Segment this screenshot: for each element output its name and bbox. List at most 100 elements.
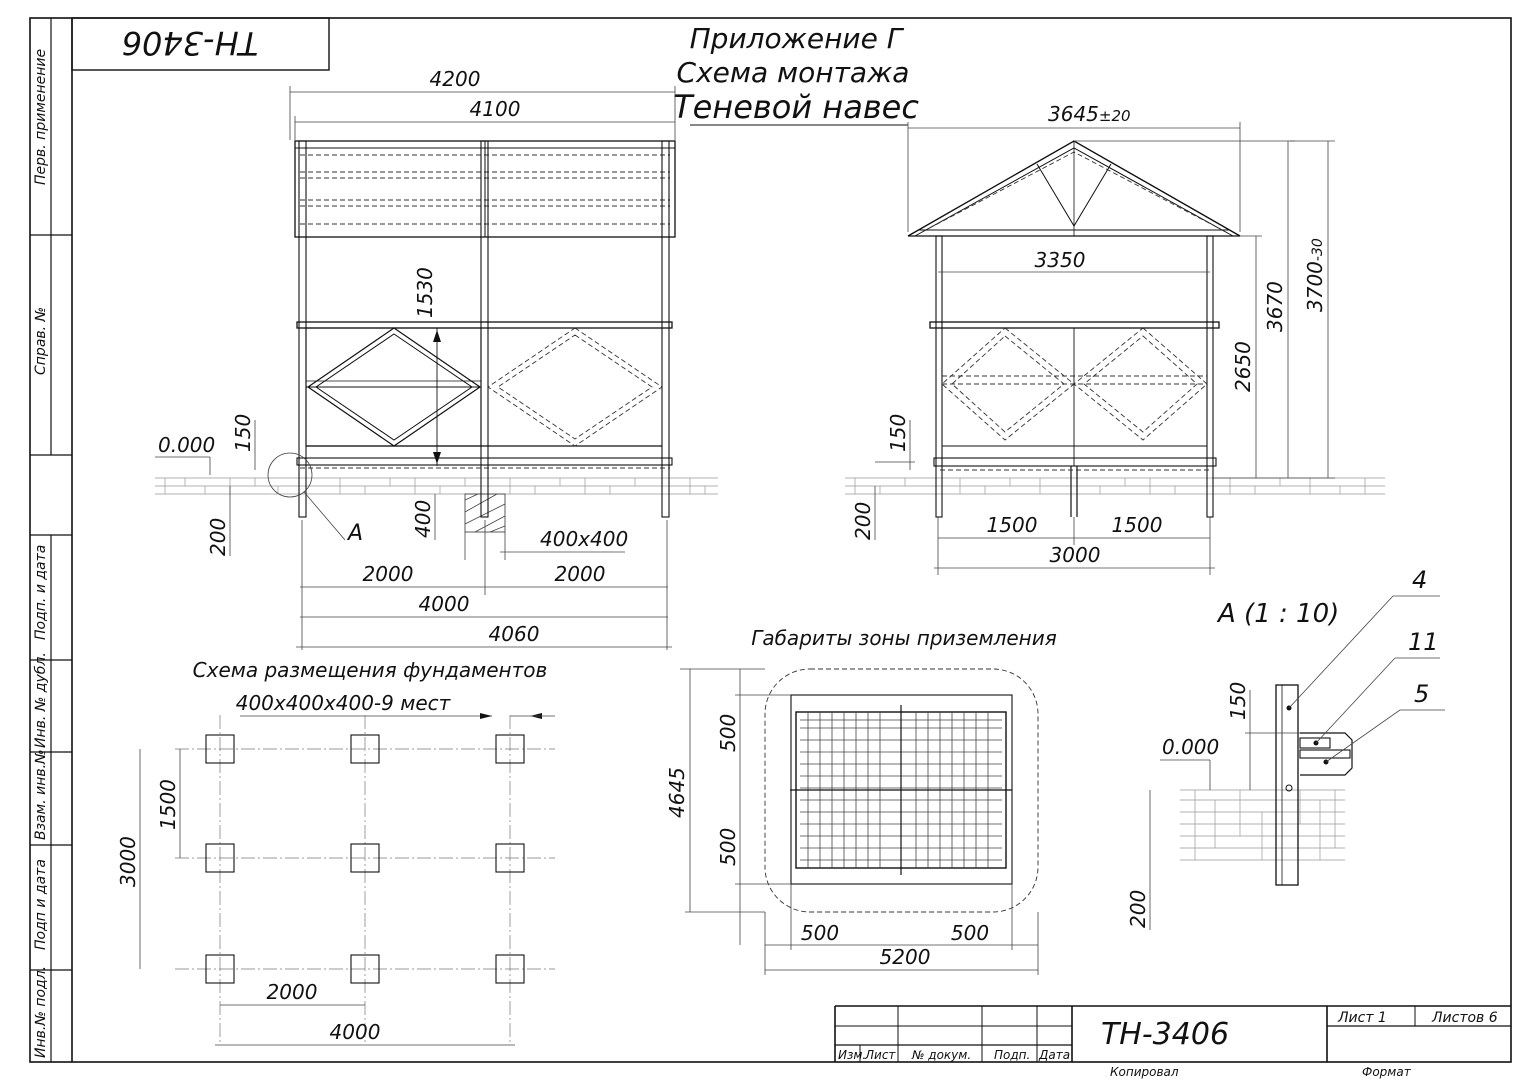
front-ground-hatch xyxy=(155,477,718,495)
side-dim-200: 200 xyxy=(851,502,875,540)
side-stamp: Перв. применение Справ. № Подп. и дата И… xyxy=(33,49,49,1058)
foundation-plan-title: Схема размещения фундаментов xyxy=(193,658,548,682)
footing xyxy=(205,954,235,984)
front-dim-150: 150 xyxy=(231,414,255,452)
side-dim-150: 150 xyxy=(886,414,910,452)
tb-designation: ТН-3406 xyxy=(1101,1017,1229,1052)
front-span-right: 2000 xyxy=(555,562,606,586)
detail-a-title: А (1 : 10) xyxy=(1216,599,1339,629)
front-dim-4100: 4100 xyxy=(470,97,521,121)
front-dim-1530: 1530 xyxy=(413,267,437,318)
detail-a: А (1 : 10) 4 11 5 0.000 150 xyxy=(1126,566,1445,930)
detail-a-post xyxy=(1275,684,1299,886)
foundation-plan: Схема размещения фундаментов 400х400х400… xyxy=(116,658,555,1046)
front-dim-4200: 4200 xyxy=(430,67,481,91)
footing xyxy=(205,843,235,873)
front-rail xyxy=(296,321,673,329)
side-dim-3700-tol: -30 xyxy=(1310,238,1326,261)
landing-zone-title: Габариты зоны приземления xyxy=(751,626,1057,650)
foundation-plan-subtitle: 400х400х400-9 мест xyxy=(236,691,452,715)
sheet-frame xyxy=(29,17,1512,1063)
side-dim-3645: 3645±20 xyxy=(1048,102,1131,126)
title-block: Изм. Лист № докум. Подп. Дата ТН-3406 Ли… xyxy=(834,1005,1511,1079)
side-panels xyxy=(941,327,1208,466)
code-stamp-text: ТН-3406 xyxy=(122,24,259,62)
front-foundation-size: 400x400 xyxy=(540,527,628,551)
front-panel-right xyxy=(487,327,663,447)
stamp-podp-i-data-1: Подп. и дата xyxy=(33,545,49,640)
side-dim-3670: 3670 xyxy=(1263,281,1287,332)
detail-a-dim-200: 200 xyxy=(1126,890,1150,928)
tb-sheets: Листов 6 xyxy=(1431,1010,1498,1026)
front-dim-200: 200 xyxy=(206,518,230,556)
tb-sheet: Лист 1 xyxy=(1337,1010,1387,1026)
side-dim-3700: 3700-30 xyxy=(1303,238,1327,312)
tb-col-podp: Подп. xyxy=(994,1048,1030,1062)
landing-zone-outline xyxy=(764,668,1039,913)
side-span-right: 1500 xyxy=(1112,513,1163,537)
front-callout-a: А xyxy=(346,521,363,546)
stamp-inv-no-dubl: Инв. № дубл. xyxy=(33,652,49,748)
tb-col-data: Дата xyxy=(1038,1048,1070,1062)
foundation-dim-4000: 4000 xyxy=(330,1020,381,1044)
footing xyxy=(350,954,380,984)
front-dim-400: 400 xyxy=(411,500,435,538)
footing xyxy=(205,734,235,764)
front-span-left: 2000 xyxy=(363,562,414,586)
front-panel-left xyxy=(305,327,482,447)
detail-a-level-zero: 0.000 xyxy=(1162,735,1219,759)
front-overall-total: 4060 xyxy=(489,622,540,646)
side-dim-2650: 2650 xyxy=(1231,341,1255,392)
foundation-footings xyxy=(205,734,525,984)
title-line1: Приложение Г xyxy=(690,22,905,55)
footing xyxy=(350,843,380,873)
footing xyxy=(495,954,525,984)
side-dim-3350: 3350 xyxy=(1035,248,1086,272)
detail-a-ground xyxy=(1180,789,1345,861)
landing-dim-5200: 5200 xyxy=(880,945,931,969)
tb-format: Формат xyxy=(1362,1065,1412,1079)
code-stamp: ТН-3406 xyxy=(71,17,330,71)
footing xyxy=(495,734,525,764)
side-dim-3645-value: 3645 xyxy=(1048,102,1099,126)
side-span-total: 3000 xyxy=(1050,543,1101,567)
side-rail xyxy=(929,321,1220,329)
stamp-perv-primenenie: Перв. применение xyxy=(33,49,49,185)
side-view: 3645±20 3350 2650 3670 3700-30 150 200 1… xyxy=(845,102,1385,575)
tb-col-doc: № докум. xyxy=(911,1048,971,1062)
detail-a-circle xyxy=(267,452,313,498)
title-line2: Схема монтажа xyxy=(677,56,910,89)
tb-col-izm: Изм. xyxy=(838,1048,866,1062)
stamp-podp-i-data-2: Подп и дата xyxy=(33,859,49,950)
foundation-dim-3000: 3000 xyxy=(116,836,140,887)
stamp-sprav-no: Справ. № xyxy=(33,307,49,375)
detail-a-callout-5: 5 xyxy=(1414,680,1429,708)
landing-dim-500-bottom: 500 xyxy=(716,828,740,866)
title-line3: Теневой навес xyxy=(673,88,919,126)
footing xyxy=(350,734,380,764)
foundation-dim-1500: 1500 xyxy=(156,779,180,830)
side-ground-hatch xyxy=(845,477,1385,495)
tb-col-list: Лист xyxy=(864,1048,896,1062)
landing-dim-500-left: 500 xyxy=(801,921,839,945)
side-span-left: 1500 xyxy=(987,513,1038,537)
tb-copied: Копировал xyxy=(1110,1065,1179,1079)
detail-a-callout-11: 11 xyxy=(1408,628,1439,656)
front-view: 1530 4200 4100 0.000 150 200 А 400 400x4… xyxy=(155,67,718,650)
stamp-vzam-inv-no: Взам. инв.№ xyxy=(33,749,49,840)
foundation-dim-2000: 2000 xyxy=(267,980,318,1004)
front-posts xyxy=(298,140,670,518)
side-posts xyxy=(935,235,1214,518)
landing-dim-500-right: 500 xyxy=(951,921,989,945)
detail-a-dim-150: 150 xyxy=(1226,682,1250,720)
front-span-total: 4000 xyxy=(419,592,470,616)
stamp-inv-no-podl: Инв.№ подл. xyxy=(33,966,49,1058)
footing xyxy=(495,843,525,873)
drawing-title: Приложение Г Схема монтажа Теневой навес xyxy=(673,22,919,126)
landing-dim-500-top: 500 xyxy=(716,714,740,752)
landing-dim-4645: 4645 xyxy=(665,767,689,818)
front-level-zero: 0.000 xyxy=(158,433,215,457)
landing-zone: Габариты зоны приземления 500 500 4645 5… xyxy=(665,626,1057,975)
side-dim-3645-tol: ±20 xyxy=(1099,107,1131,125)
